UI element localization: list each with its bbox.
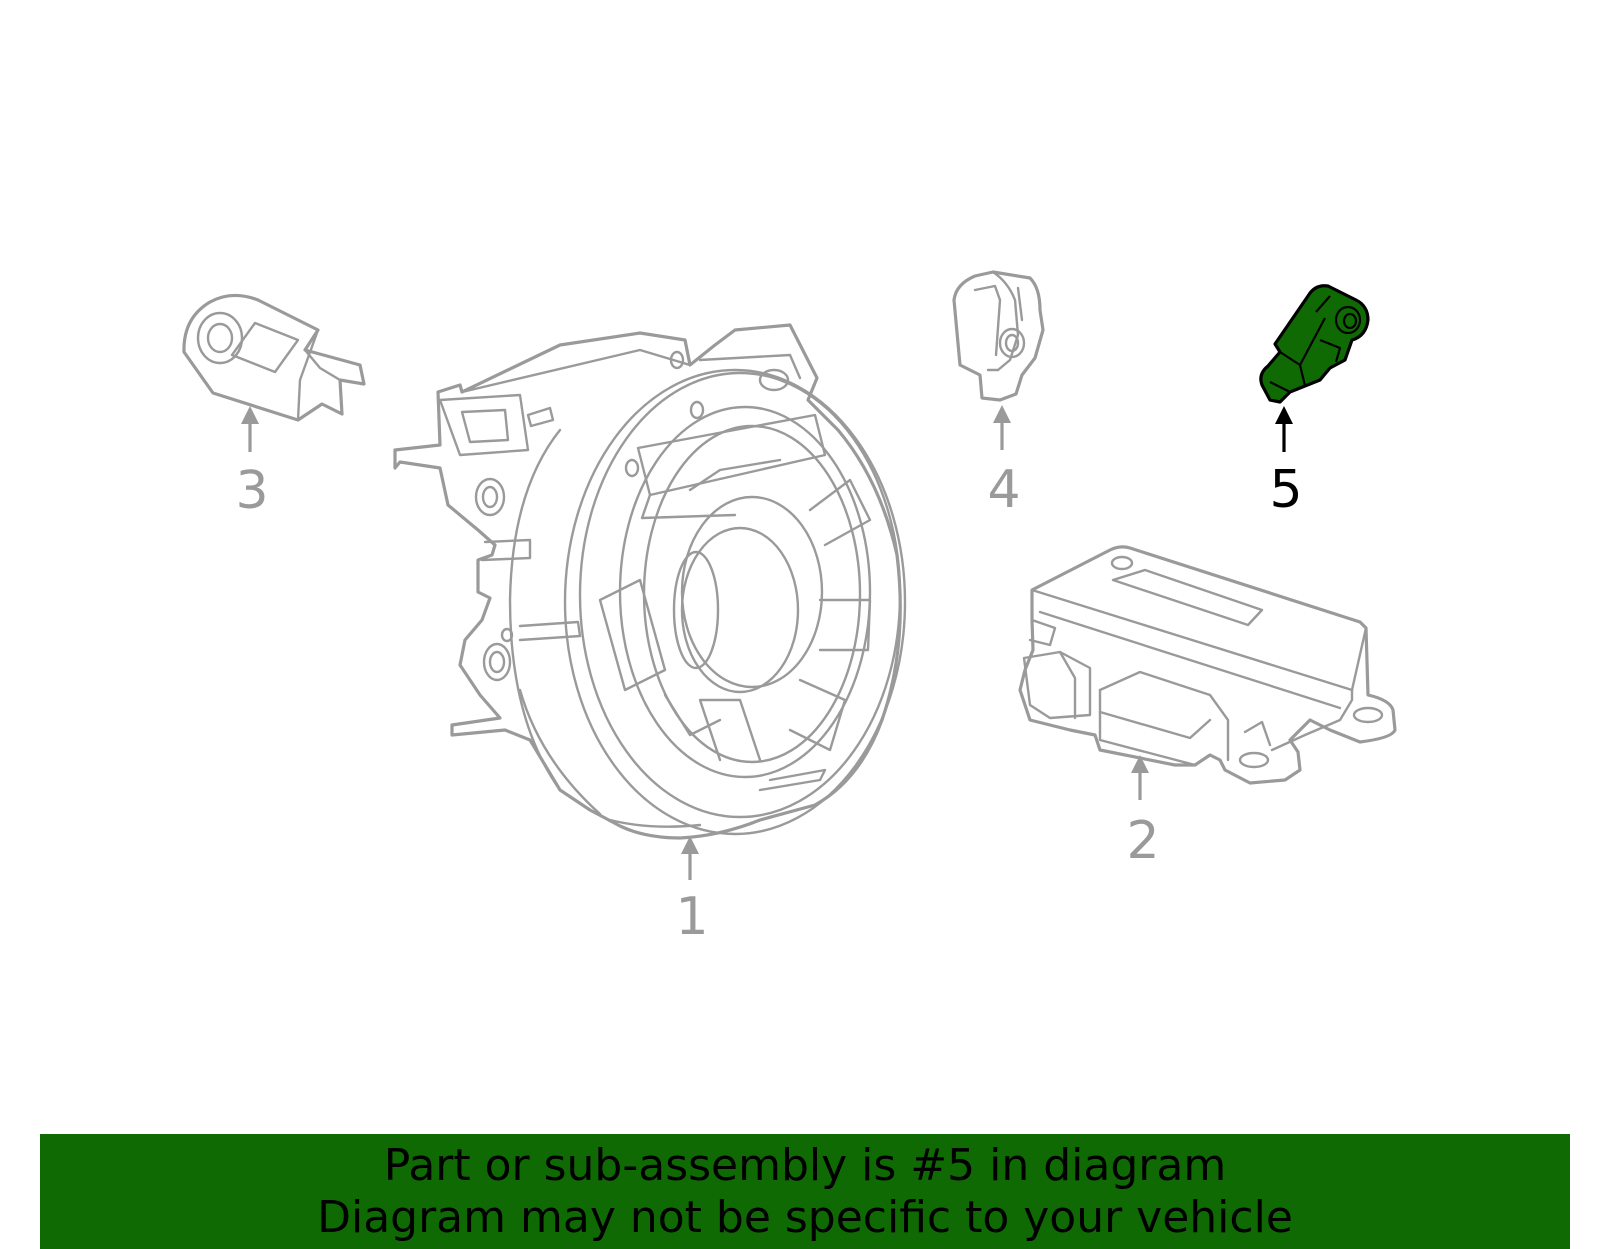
callout-number: 1 bbox=[675, 887, 708, 947]
banner-line-2: Diagram may not be specific to your vehi… bbox=[317, 1191, 1293, 1243]
callout-number: 4 bbox=[987, 460, 1020, 520]
info-banner: Part or sub-assembly is #5 in diagram Di… bbox=[40, 1134, 1570, 1249]
banner-line-1: Part or sub-assembly is #5 in diagram bbox=[383, 1139, 1227, 1191]
callout-5-selected[interactable]: 5 bbox=[1269, 406, 1303, 520]
callout-2[interactable]: 2 bbox=[1126, 755, 1160, 871]
part-3-sensor[interactable] bbox=[182, 293, 366, 422]
callout-3[interactable]: 3 bbox=[235, 406, 269, 521]
callout-4[interactable]: 4 bbox=[987, 405, 1021, 520]
callout-1[interactable]: 1 bbox=[675, 836, 709, 947]
part-2-module[interactable] bbox=[1018, 545, 1397, 785]
part-1-clockspring[interactable] bbox=[393, 323, 907, 840]
callout-number: 3 bbox=[235, 461, 268, 521]
part-5-sensor-highlighted[interactable] bbox=[1259, 284, 1370, 404]
callout-number: 2 bbox=[1126, 811, 1159, 871]
callout-number: 5 bbox=[1269, 460, 1302, 520]
part-4-sensor[interactable] bbox=[952, 270, 1045, 402]
